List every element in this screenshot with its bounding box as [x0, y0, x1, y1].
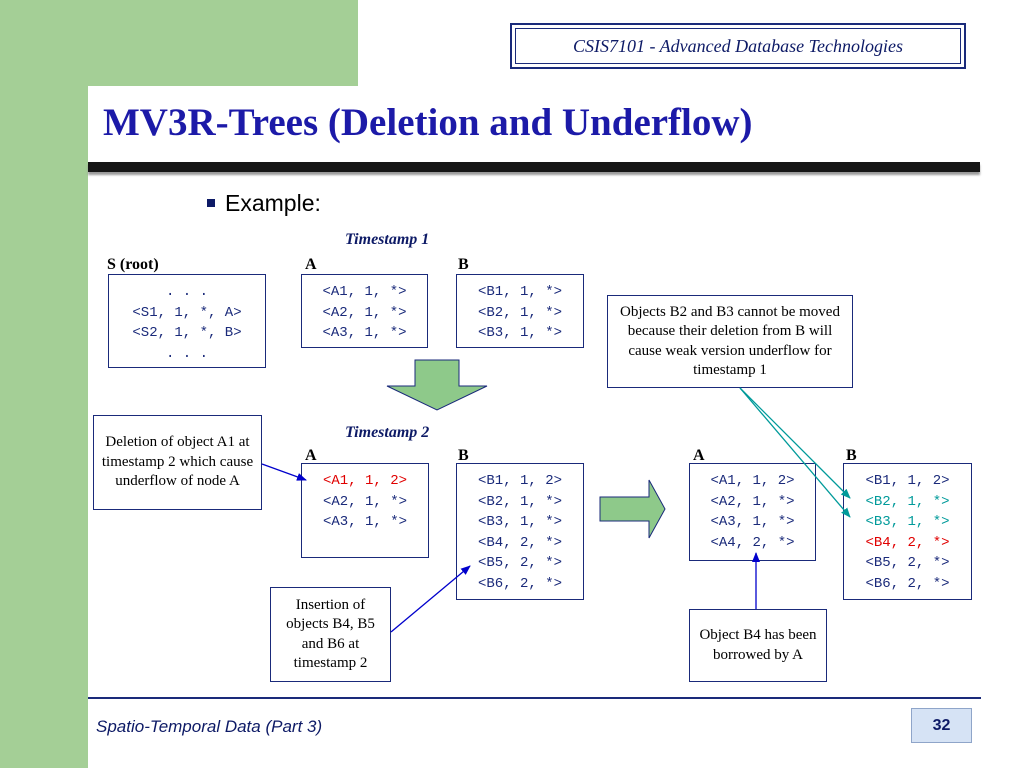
root-entry: <S1, 1, *, A>: [132, 304, 242, 321]
result-node-a-label: A: [693, 447, 705, 464]
t1-node-b-label: B: [458, 256, 469, 273]
node-entry: <A3, 1, *>: [322, 514, 407, 530]
node-entry: <A1, 1, 2>: [710, 473, 795, 489]
side-accent-bar: [0, 0, 88, 768]
node-entry-deleted: <A1, 1, 2>: [322, 473, 407, 489]
node-entry: <B6, 2, *>: [865, 575, 950, 592]
cannot-move-callout: Objects B2 and B3 cannot be moved becaus…: [607, 295, 853, 388]
node-entry: <B5, 2, *>: [865, 555, 950, 571]
node-entry: <B3, 1, *>: [477, 325, 562, 341]
node-entry: <B5, 2, *>: [477, 555, 562, 571]
root-entry: . . .: [165, 284, 208, 300]
result-node-a: <A1, 1, 2> <A2, 1, *> <A3, 1, *> <A4, 2,…: [689, 463, 816, 561]
root-node-label: S (root): [107, 256, 159, 273]
deletion-callout: Deletion of object A1 at timestamp 2 whi…: [93, 415, 262, 510]
node-entry: <B2, 1, *>: [477, 304, 562, 321]
t1-node-b: <B1, 1, *> <B2, 1, *> <B3, 1, *>: [456, 274, 584, 348]
right-arrow: [599, 479, 666, 539]
timestamp-1-label: Timestamp 1: [345, 231, 430, 248]
node-entry-unmovable: <B3, 1, *>: [865, 514, 950, 530]
cannot-move-connector-b2: [739, 387, 851, 499]
top-accent-bar: [0, 0, 358, 86]
node-entry: <B2, 1, *>: [477, 493, 562, 510]
node-entry: <A2, 1, *>: [710, 493, 795, 510]
node-entry: <B4, 2, *>: [477, 534, 562, 551]
deletion-connector: [261, 463, 307, 481]
result-node-b: <B1, 1, 2> <B2, 1, *> <B3, 1, *> <B4, 2,…: [843, 463, 972, 600]
course-title: CSIS7101 - Advanced Database Technologie…: [515, 28, 961, 64]
page-number: 32: [911, 708, 972, 743]
root-entry: <S2, 1, *, B>: [132, 325, 242, 341]
node-entry: <B1, 1, *>: [477, 284, 562, 300]
cannot-move-connector-b3: [739, 387, 851, 518]
bullet-example: Example:: [207, 190, 321, 217]
node-entry: <A3, 1, *>: [710, 514, 795, 530]
footer-divider: [88, 697, 981, 699]
t2-node-a: <A1, 1, 2> <A2, 1, *> <A3, 1, *>: [301, 463, 429, 558]
t1-node-a-label: A: [305, 256, 317, 273]
down-arrow: [386, 359, 488, 411]
node-entry-unmovable: <B2, 1, *>: [865, 493, 950, 510]
t2-node-a-label: A: [305, 447, 317, 464]
t1-root-node: . . . <S1, 1, *, A> <S2, 1, *, B> . . .: [108, 274, 266, 368]
course-header: CSIS7101 - Advanced Database Technologie…: [510, 23, 966, 69]
node-entry: <A4, 2, *>: [710, 534, 795, 551]
node-entry: <A3, 1, *>: [322, 325, 407, 341]
slide-title: MV3R-Trees (Deletion and Underflow): [103, 101, 753, 144]
timestamp-2-label: Timestamp 2: [345, 424, 430, 441]
node-entry: <B3, 1, *>: [477, 514, 562, 530]
node-entry: <B1, 1, 2>: [477, 473, 562, 489]
node-entry-borrowed: <B4, 2, *>: [865, 534, 950, 551]
t2-node-b-label: B: [458, 447, 469, 464]
bullet-square-icon: [207, 198, 215, 207]
root-entry: . . .: [165, 345, 208, 362]
insertion-connector: [390, 565, 471, 633]
t1-node-a: <A1, 1, *> <A2, 1, *> <A3, 1, *>: [301, 274, 428, 348]
t2-node-b: <B1, 1, 2> <B2, 1, *> <B3, 1, *> <B4, 2,…: [456, 463, 584, 600]
node-entry: <A2, 1, *>: [322, 493, 407, 510]
node-entry: <A2, 1, *>: [322, 304, 407, 321]
title-divider: [88, 162, 980, 172]
result-node-b-label: B: [846, 447, 857, 464]
node-entry: <A1, 1, *>: [322, 284, 407, 300]
footer-title: Spatio-Temporal Data (Part 3): [96, 717, 323, 736]
node-entry: <B6, 2, *>: [477, 575, 562, 592]
insertion-callout: Insertion of objects B4, B5 and B6 at ti…: [270, 587, 391, 682]
node-entry: <B1, 1, 2>: [865, 473, 950, 489]
borrowed-callout: Object B4 has been borrowed by A: [689, 609, 827, 682]
bullet-text: Example:: [225, 190, 321, 216]
